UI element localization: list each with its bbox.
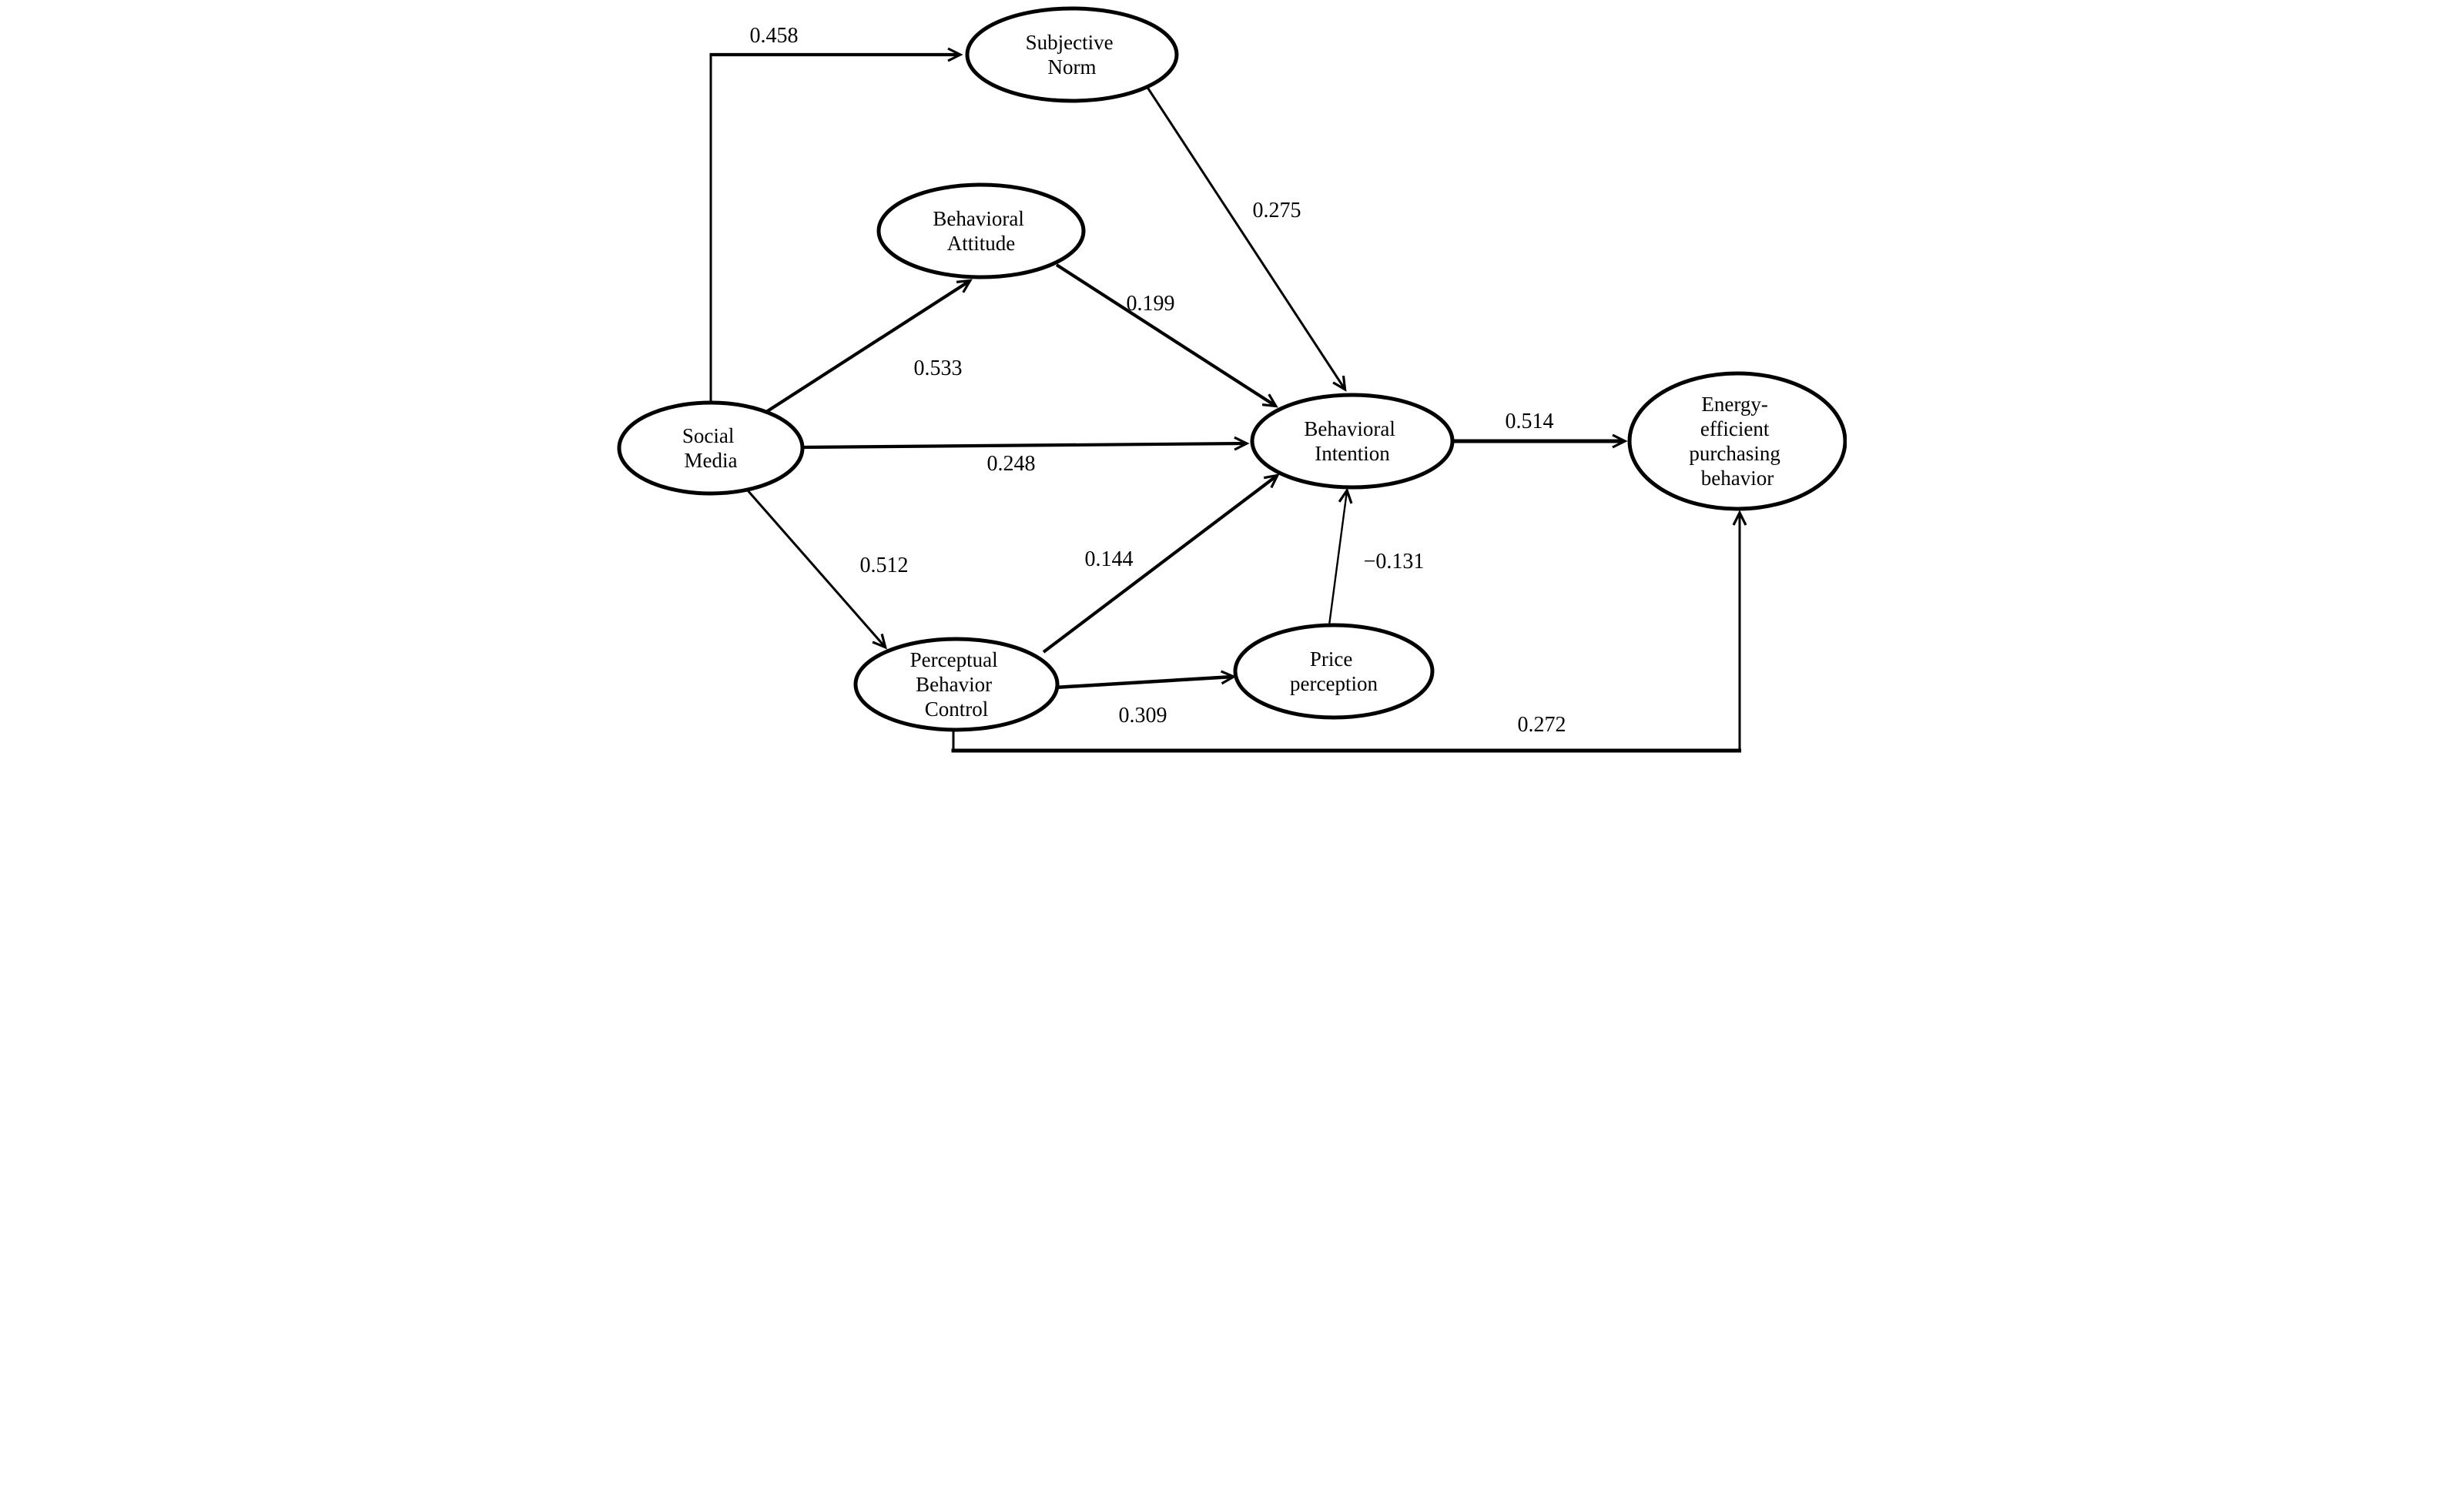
edge-behavioral-attitude-to-behavioral-intention (1055, 263, 1278, 408)
subjective-norm-ellipse (965, 6, 1178, 103)
coef-behavioral-intention-to-energy-efficient: 0.514 (1505, 410, 1553, 433)
subjective-norm-label: Subjective Norm (1025, 31, 1118, 79)
edge-social-media-to-subjective-norm (709, 47, 963, 403)
behavioral-attitude-label: Behavioral Attitude (933, 207, 1029, 255)
coef-perceptual-behavior-control-to-price-perception: 0.309 (1118, 704, 1167, 728)
coef-social-media-to-behavioral-intention: 0.248 (986, 452, 1035, 476)
edge-social-media-to-perceptual-behavior-control (745, 489, 887, 650)
node-energy-efficient-purchasing-behavior: Energy- efficient purchasing behavior (1627, 371, 1847, 511)
price-perception-ellipse (1233, 623, 1434, 720)
coef-social-media-to-perceptual-behavior-control: 0.512 (859, 554, 908, 577)
edge-price-perception-to-behavioral-intention (1328, 487, 1352, 626)
behavioral-attitude-ellipse (876, 182, 1085, 279)
node-behavioral-attitude: Behavioral Attitude (876, 182, 1085, 279)
node-social-media: Social Media (617, 400, 804, 496)
perceptual-behavior-control-label: Perceptual Behavior Control (909, 648, 1003, 721)
node-subjective-norm: Subjective Norm (965, 6, 1178, 103)
edge-social-media-to-behavioral-intention (802, 436, 1250, 451)
coef-price-perception-to-behavioral-intention: −0.131 (1363, 550, 1424, 574)
path-diagram-figure: 0.458 0.533 0.248 0.512 0.275 0.199 0.14… (615, 0, 1847, 756)
node-perceptual-behavior-control: Perceptual Behavior Control (853, 637, 1059, 732)
behavioral-intention-ellipse (1250, 393, 1454, 490)
edge-perceptual-behavior-control-to-price-perception (1054, 670, 1237, 690)
behavioral-intention-label: Behavioral Intention (1304, 417, 1400, 465)
perceptual-behavior-control-ellipse (853, 637, 1059, 732)
social-media-label: Social Media (682, 424, 739, 472)
edge-perceptual-behavior-control-to-behavioral-intention (1042, 473, 1280, 654)
coef-perceptual-behavior-control-to-energy-efficient: 0.272 (1517, 713, 1566, 737)
price-perception-label: Price perception (1290, 647, 1378, 695)
coef-perceptual-behavior-control-to-behavioral-intention: 0.144 (1084, 547, 1133, 571)
node-price-perception: Price perception (1233, 623, 1434, 720)
coef-subjective-norm-to-behavioral-intention: 0.275 (1252, 199, 1301, 222)
energy-efficient-ellipse (1627, 371, 1847, 511)
edge-subjective-norm-to-behavioral-intention (1145, 85, 1347, 392)
edge-social-media-to-behavioral-attitude (765, 279, 973, 413)
coef-social-media-to-behavioral-attitude: 0.533 (913, 356, 962, 380)
diagram-canvas: 0.458 0.533 0.248 0.512 0.275 0.199 0.14… (615, 0, 1847, 756)
node-behavioral-intention: Behavioral Intention (1250, 393, 1454, 490)
edge-perceptual-behavior-control-to-energy-efficient (951, 510, 1747, 753)
coef-social-media-to-subjective-norm: 0.458 (749, 24, 798, 48)
energy-efficient-label: Energy- efficient purchasing behavior (1689, 393, 1785, 490)
social-media-ellipse (617, 400, 804, 496)
coef-behavioral-attitude-to-behavioral-intention: 0.199 (1126, 292, 1174, 316)
